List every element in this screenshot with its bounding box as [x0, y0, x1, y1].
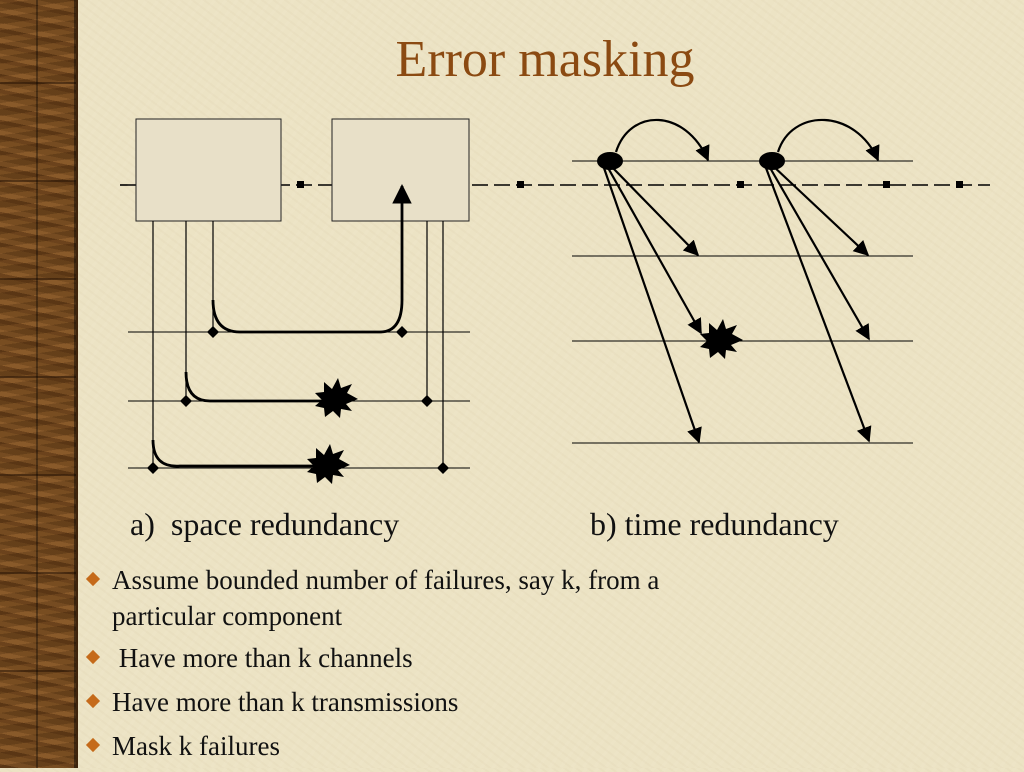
successful-message-path [211, 184, 412, 334]
diamond-bullet-icon [85, 693, 101, 709]
diamond-bullet-icon [85, 649, 101, 665]
slide-title: Error masking [395, 31, 695, 88]
bullet-text: Mask k failures [112, 731, 280, 761]
transmission-source-1 [597, 152, 623, 170]
burst-failure-icon [307, 444, 350, 484]
sender-box [135, 118, 282, 222]
bullet-text: Have more than k channels [112, 643, 413, 673]
wood-border-decoration [0, 0, 78, 768]
bullet-text: Assume bounded number of failures, say k… [112, 565, 660, 631]
list-item: Assume bounded number of failures, say k… [85, 562, 1006, 634]
burst-failure-icon [700, 319, 743, 359]
list-item: Have more than k channels [85, 640, 1006, 676]
transmission-source-2 [759, 152, 785, 170]
receiver-box [331, 118, 470, 222]
diamond-bullet-icon [85, 737, 101, 753]
failed-message-path [151, 439, 320, 468]
space-redundancy-diagram [128, 118, 470, 484]
caption-time-redundancy: b) time redundancy [590, 506, 839, 542]
time-redundancy-diagram [572, 118, 913, 444]
diamond-bullet-icon [85, 571, 101, 587]
failed-message-path [184, 371, 322, 403]
burst-failure-icon [315, 378, 358, 418]
caption-space-redundancy: a) space redundancy [130, 506, 400, 542]
bullet-text: Have more than k transmissions [112, 687, 459, 717]
list-item: Mask k failures [85, 728, 1006, 764]
bullet-list: Assume bounded number of failures, say k… [85, 562, 1006, 772]
list-item: Have more than k transmissions [85, 684, 1006, 720]
